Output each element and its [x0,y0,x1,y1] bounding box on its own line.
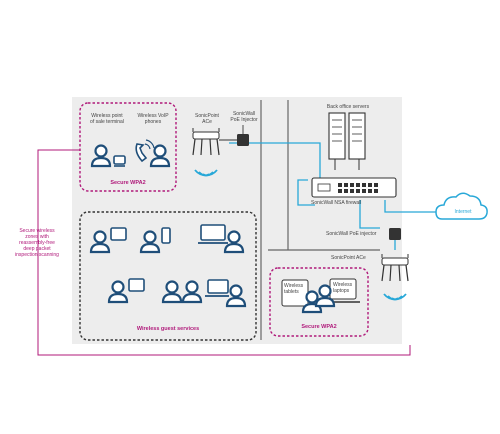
guest-laptop-icon [198,224,228,244]
guest-monitor-icon [128,278,145,292]
poe-injector-top-icon [237,134,249,146]
label-secure-wpa2-bottom: Secure WPA2 [301,324,337,330]
label-internet: Internet [454,209,472,215]
label-sonicpoint-top: SonicPoint ACe [195,113,219,125]
label-secure-wpa2-top: Secure WPA2 [110,180,146,186]
label-sonicpoint-bottom: SonicPoint ACe [331,255,366,261]
note-connector [37,149,411,356]
label-side-note: Secure wireless zones with reassembly-fr… [15,228,59,258]
secure-wpa2-zone-bottom [269,267,369,337]
label-nsa-firewall: SonicWall NSA firewall [311,200,362,206]
guest-laptop-icon [205,279,229,297]
label-wireless-laptops: Wireless laptops [333,282,353,294]
wired-links [242,100,380,340]
label-wireless-tablets: Wireless tablets [284,283,304,295]
terminal-icon [113,155,126,167]
phone-icon [135,139,155,163]
label-poe-bottom: SonicWall PoE injector [326,231,377,237]
poe-injector-bottom-icon [389,228,401,240]
firewall-icon [311,177,397,198]
guest-phone-icon [161,227,171,244]
guest-monitor-icon [110,227,127,241]
label-poe-top: SonicWall PoE Injector [230,111,258,123]
label-guest-services: Wireless guest services [136,326,200,332]
label-wireless-pos: Wireless point of sale terminal [90,113,124,125]
server-icon [328,112,366,170]
secure-wpa2-zone-top [79,102,177,192]
label-wireless-voip: Wireless VoIP phones [137,113,169,125]
internet-cloud-icon [435,192,488,220]
label-back-office: Back office servers [326,104,370,110]
